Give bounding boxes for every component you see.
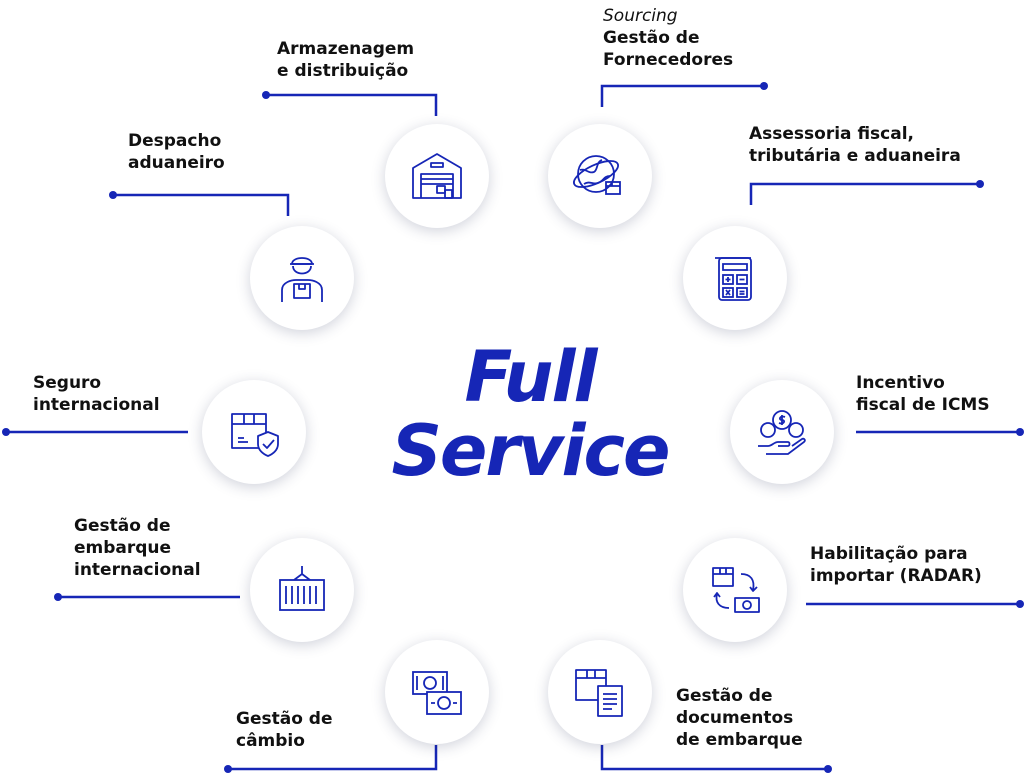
label-documentos: Gestão de documentos de embarque (676, 685, 803, 751)
connector-cambio (228, 745, 438, 771)
label-line: tributária e aduaneira (749, 146, 961, 166)
label-line: câmbio (236, 731, 305, 751)
box-shield-icon (231, 413, 279, 457)
service-sourcing-circle (548, 124, 652, 228)
label-seguro: Seguro internacional (33, 372, 160, 416)
title-line-2: Service (391, 410, 670, 492)
label-line: documentos (676, 708, 794, 728)
label-line: Incentivo (856, 373, 945, 393)
connector-dot (2, 428, 10, 436)
connector-documentos (600, 745, 828, 771)
label-line: Gestão de (676, 686, 773, 706)
label-line-italic: Sourcing (603, 6, 678, 26)
connector-sourcing (600, 84, 764, 107)
label-line: de embarque (676, 730, 803, 750)
label-line: aduaneiro (128, 153, 225, 173)
label-line: importar (RADAR) (810, 566, 982, 586)
full-service-title: Full Service (380, 340, 680, 488)
delivery-worker-icon (281, 257, 323, 302)
label-line: internacional (33, 395, 160, 415)
label-line: Habilitação para (810, 544, 968, 564)
label-sourcing: Sourcing Gestão de Fornecedores (603, 5, 733, 71)
label-icms: Incentivo fiscal de ICMS (856, 372, 990, 416)
service-documentos-circle (548, 640, 652, 744)
connector-dot (1016, 428, 1024, 436)
title-line-1: Full (464, 336, 598, 418)
service-icms-circle (730, 380, 834, 484)
connector-despacho (113, 193, 290, 216)
connector-dot (976, 180, 984, 188)
label-line: fiscal de ICMS (856, 395, 990, 415)
label-radar: Habilitação para importar (RADAR) (810, 543, 982, 587)
calculator-icon (715, 257, 752, 301)
label-line: Assessoria fiscal, (749, 124, 914, 144)
service-radar-circle (683, 538, 787, 642)
service-assessoria-circle (683, 226, 787, 330)
globe-box-icon (573, 155, 621, 195)
connector-dot (760, 82, 768, 90)
label-line: Gestão de (603, 28, 700, 48)
service-armazenagem-circle (385, 124, 489, 228)
box-document-icon (575, 669, 623, 717)
connector-armazenagem (266, 93, 438, 116)
label-line: e distribuição (277, 61, 409, 81)
service-cambio-circle (385, 640, 489, 744)
banknotes-icon (412, 671, 462, 715)
container-icon (279, 566, 325, 611)
connector-dot (54, 593, 62, 601)
warehouse-icon (412, 153, 462, 199)
hand-coins-icon (758, 410, 806, 455)
label-embarque: Gestão de embarque internacional (74, 515, 201, 581)
label-line: Gestão de (74, 516, 171, 536)
connector-dot (1016, 600, 1024, 608)
connector-dot (109, 191, 117, 199)
label-despacho: Despacho aduaneiro (128, 130, 225, 174)
service-despacho-circle (250, 226, 354, 330)
label-line: embarque (74, 538, 172, 558)
label-line: internacional (74, 560, 201, 580)
label-assessoria: Assessoria fiscal, tributária e aduaneir… (749, 123, 961, 167)
service-embarque-circle (250, 538, 354, 642)
label-armazenagem: Armazenagem e distribuição (277, 38, 414, 82)
label-cambio: Gestão de câmbio (236, 708, 333, 752)
label-line: Seguro (33, 373, 102, 393)
service-seguro-circle (202, 380, 306, 484)
label-line: Fornecedores (603, 50, 734, 70)
label-line: Gestão de (236, 709, 333, 729)
connector-assessoria (749, 182, 980, 205)
connector-dot (224, 765, 232, 773)
connector-dot (262, 91, 270, 99)
connector-dot (824, 765, 832, 773)
exchange-icon (712, 567, 760, 613)
label-line: Despacho (128, 131, 222, 151)
label-line: Armazenagem (277, 39, 415, 59)
